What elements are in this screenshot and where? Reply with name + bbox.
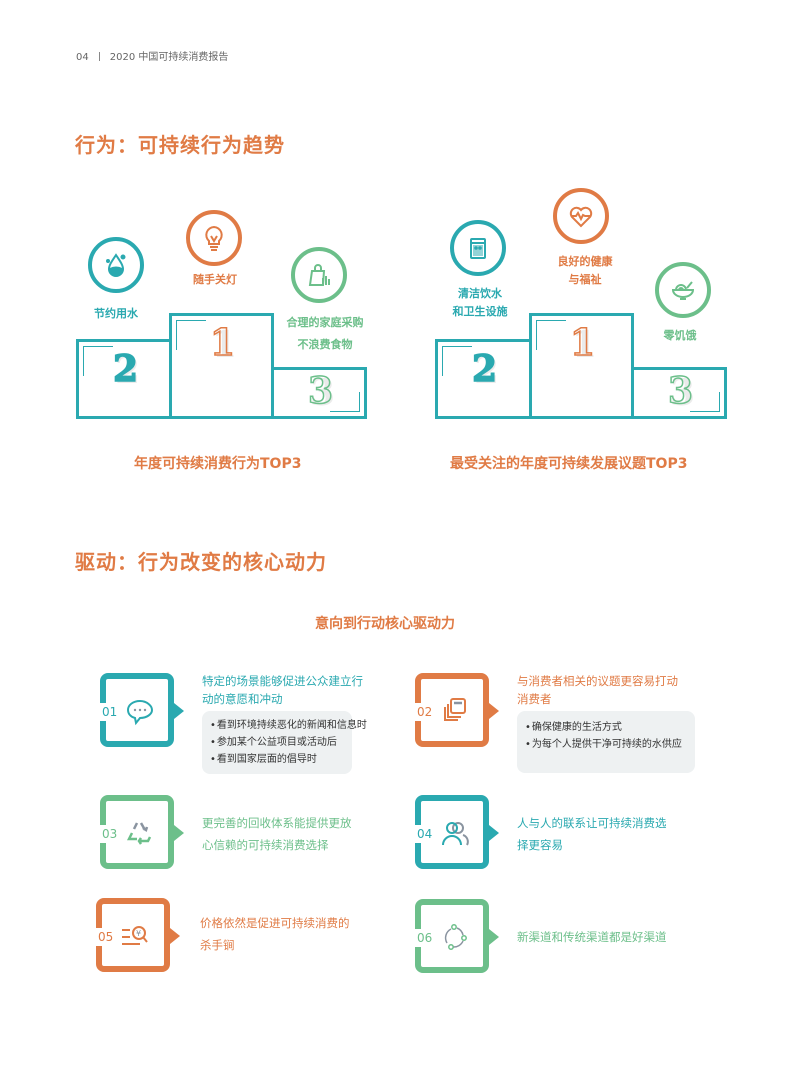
section-title-drivers: 驱动：行为改变的核心动力 — [75, 550, 327, 574]
driver-02-title: 与消费者相关的议题更容易打动消费者 — [517, 674, 678, 706]
rank-2: 2 — [471, 347, 498, 391]
section-title-behavior: 行为：可持续行为趋势 — [75, 133, 285, 157]
water-dispenser-icon — [450, 220, 506, 276]
page-header: 04 2020 中国可持续消费报告 — [76, 48, 228, 63]
rank-1: 1 — [209, 321, 236, 365]
header-divider — [98, 52, 100, 61]
podium-right-block-1: 1 — [529, 313, 634, 419]
arrow-pointer — [174, 703, 184, 719]
driver-05-box: 05 ¥ — [96, 898, 180, 972]
driver-03-box: 03 — [100, 795, 184, 869]
food-bowl-icon — [655, 262, 711, 318]
heart-pulse-icon — [553, 188, 609, 244]
driver-number: 06 — [415, 929, 435, 947]
podium-block-2: 2 — [76, 339, 172, 419]
podium-right-block-2: 2 — [435, 339, 532, 419]
podium-left-rank2-label: 节约用水 — [94, 307, 138, 320]
podium-right-caption: 最受关注的年度可持续发展议题TOP3 — [450, 456, 688, 472]
driver-02-bullets: 确保健康的生活方式 为每个人提供干净可持续的水供应 — [517, 711, 695, 773]
driver-06-title: 新渠道和传统渠道都是好渠道 — [517, 930, 667, 944]
driver-01-title: 特定的场景能够促进公众建立行动的意愿和冲动 — [202, 674, 363, 706]
svg-text:¥: ¥ — [136, 929, 141, 938]
podium-right-rank2-label: 清洁饮水 和卫生设施 — [452, 287, 508, 318]
price-search-icon: ¥ — [122, 926, 148, 945]
podium-right-block-3: 3 — [631, 367, 727, 419]
lightbulb-icon — [186, 210, 242, 266]
bullet-item: 确保健康的生活方式 — [525, 719, 687, 736]
drivers-subtitle: 意向到行动核心驱动力 — [315, 616, 455, 632]
arrow-pointer — [489, 929, 499, 945]
driver-04-title: 人与人的联系让可持续消费选 择更容易 — [517, 816, 667, 852]
people-icon — [442, 822, 469, 846]
podium-left-rank1-label: 随手关灯 — [193, 273, 237, 286]
podium-right-rank1-label: 良好的健康 与福祉 — [557, 255, 613, 286]
recycle-icon — [126, 822, 152, 845]
report-title: 2020 中国可持续消费报告 — [109, 52, 229, 63]
driver-number: 02 — [415, 703, 435, 721]
driver-number: 01 — [100, 703, 120, 721]
arrow-pointer — [489, 825, 499, 841]
arrow-pointer — [174, 825, 184, 841]
rank-2: 2 — [112, 347, 139, 391]
podium-block-3: 3 — [271, 367, 367, 419]
speech-bubble-icon — [126, 699, 154, 726]
driver-number: 05 — [96, 928, 116, 946]
driver-01-bullets: 看到环境持续恶化的新闻和信息时 参加某个公益项目或活动后 看到国家层面的倡导时 — [202, 711, 367, 774]
channels-cycle-icon — [444, 924, 467, 950]
driver-04-box: 04 — [415, 795, 499, 869]
stacked-cards-icon — [444, 698, 466, 721]
driver-02-box: 02 — [415, 673, 499, 747]
bullet-item: 为每个人提供干净可持续的水供应 — [525, 736, 687, 753]
shopping-bag-icon — [291, 247, 347, 303]
driver-number: 04 — [415, 825, 435, 843]
rank-1: 1 — [569, 321, 596, 365]
podium-block-1: 1 — [169, 313, 274, 419]
bullet-item: 参加某个公益项目或活动后 — [210, 734, 344, 751]
podium-right-rank3-label: 零饥饿 — [663, 329, 697, 342]
rank-3: 3 — [667, 369, 694, 413]
driver-number: 03 — [100, 825, 120, 843]
bullet-item: 看到国家层面的倡导时 — [210, 751, 344, 768]
driver-03-title: 更完善的回收体系能提供更放 心信赖的可持续消费选择 — [202, 816, 352, 852]
driver-05-title: 价格依然是促进可持续消费的 杀手锏 — [200, 916, 350, 952]
page-number: 04 — [76, 52, 89, 63]
podium-left-caption: 年度可持续消费行为TOP3 — [134, 456, 302, 472]
driver-01-box: 01 — [100, 673, 184, 747]
bullet-item: 看到环境持续恶化的新闻和信息时 — [210, 717, 367, 734]
rank-3: 3 — [307, 369, 334, 413]
water-drop-icon — [88, 237, 144, 293]
podium-left-rank3-label: 合理的家庭采购 不浪费食物 — [286, 316, 364, 351]
arrow-pointer — [170, 928, 180, 944]
driver-06-box: 06 — [415, 899, 499, 973]
arrow-pointer — [489, 703, 499, 719]
